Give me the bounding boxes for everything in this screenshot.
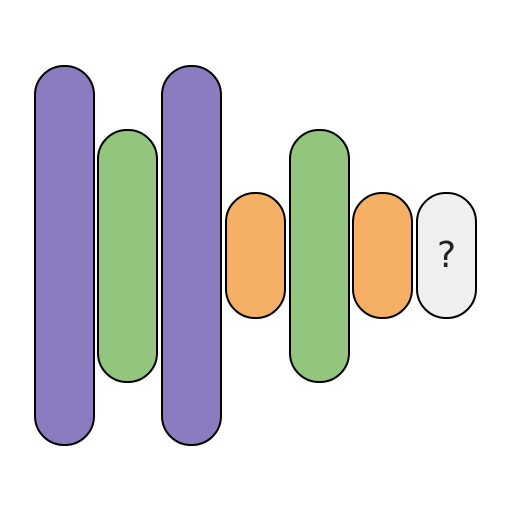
pill-green-1	[97, 129, 158, 383]
pill-purple-1	[34, 65, 95, 446]
pill-unknown: ?	[416, 192, 477, 319]
pill-orange-1	[225, 192, 286, 319]
pill-orange-2	[352, 192, 413, 319]
pill-purple-2	[161, 65, 222, 446]
question-mark: ?	[436, 234, 457, 276]
pill-green-2	[289, 129, 350, 383]
